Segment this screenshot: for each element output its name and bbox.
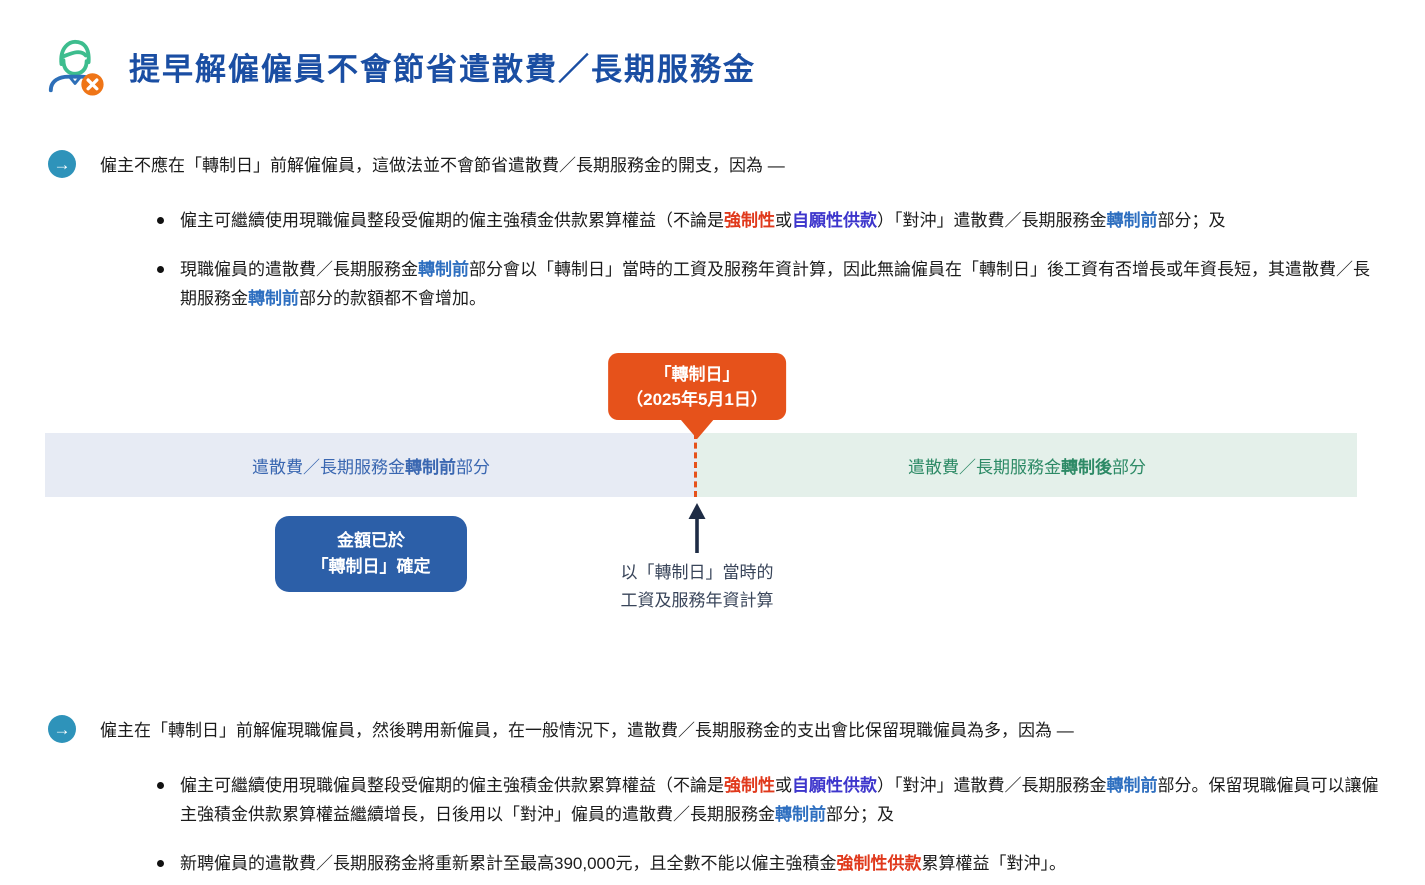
caption-line1: 以「轉制日」當時的 (620, 563, 774, 582)
page-header: 提早解僱僱員不會節省遣散費／長期服務金 (45, 35, 1380, 97)
arrow-up-icon (686, 503, 708, 560)
caption-line2: 工資及服務年資計算 (620, 591, 774, 610)
callout-line1: 「轉制日」 (654, 365, 740, 384)
transition-date-callout: 「轉制日」 （2025年5月1日） (608, 353, 786, 420)
section2-bullets: 僱主可繼續使用現職僱員整段受僱期的僱主強積金供款累算權益（不論是強制性或自願性供… (157, 771, 1380, 878)
bullet-text: 新聘僱員的遣散費／長期服務金將重新累計至最高390,000元，且全數不能以僱主強… (180, 854, 1066, 873)
section1-bullets: 僱主可繼續使用現職僱員整段受僱期的僱主強積金供款累算權益（不論是強制性或自願性供… (157, 206, 1380, 313)
bullet-dot-icon (157, 217, 164, 224)
bullet-dot-icon (157, 782, 164, 789)
bullet-text: 現職僱員的遣散費／長期服務金轉制前部分會以「轉制日」當時的工資及服務年資計算，因… (180, 260, 1370, 308)
list-item: 僱主可繼續使用現職僱員整段受僱期的僱主強積金供款累算權益（不論是強制性或自願性供… (157, 206, 1380, 235)
bullet-dot-icon (157, 860, 164, 867)
list-item: 僱主可繼續使用現職僱員整段受僱期的僱主強積金供款累算權益（不論是強制性或自願性供… (157, 771, 1380, 829)
amount-box-line2: 「轉制日」確定 (311, 557, 431, 576)
bullet-dot-icon (157, 266, 164, 273)
section-no-savings: → 僱主不應在「轉制日」前解僱僱員，這做法並不會節省遣散費／長期服務金的開支，因… (45, 149, 1380, 313)
transition-date-diagram: 「轉制日」 （2025年5月1日） 遣散費／長期服務金轉制前部分 遣散費／長期服… (45, 353, 1357, 618)
post-transition-label: 遣散費／長期服務金轉制後部分 (908, 457, 1146, 477)
section1-intro-text: 僱主不應在「轉制日」前解僱僱員，這做法並不會節省遣散費／長期服務金的開支，因為 … (100, 156, 785, 175)
section2-intro-row: → 僱主在「轉制日」前解僱現職僱員，然後聘用新僱員，在一般情況下，遣散費／長期服… (48, 714, 1380, 745)
bullet-text: 僱主可繼續使用現職僱員整段受僱期的僱主強積金供款累算權益（不論是強制性或自願性供… (180, 211, 1226, 230)
post-transition-zone: 遣散費／長期服務金轉制後部分 (697, 433, 1357, 497)
arrow-right-circle-icon: → (48, 150, 76, 178)
section-higher-cost: → 僱主在「轉制日」前解僱現職僱員，然後聘用新僱員，在一般情況下，遣散費／長期服… (45, 714, 1380, 878)
arrow-right-circle-icon: → (48, 715, 76, 743)
callout-line2: （2025年5月1日） (626, 390, 768, 409)
bullet-text: 僱主可繼續使用現職僱員整段受僱期的僱主強積金供款累算權益（不論是強制性或自願性供… (180, 776, 1379, 824)
transition-date-dashed-line (694, 433, 697, 497)
calculation-caption: 以「轉制日」當時的 工資及服務年資計算 (621, 559, 774, 615)
page-title: 提早解僱僱員不會節省遣散費／長期服務金 (129, 51, 756, 87)
amount-fixed-box: 金額已於 「轉制日」確定 (275, 516, 467, 592)
list-item: 現職僱員的遣散費／長期服務金轉制前部分會以「轉制日」當時的工資及服務年資計算，因… (157, 255, 1380, 313)
section1-intro-row: → 僱主不應在「轉制日」前解僱僱員，這做法並不會節省遣散費／長期服務金的開支，因… (48, 149, 1380, 180)
pre-transition-label: 遣散費／長期服務金轉制前部分 (252, 457, 490, 477)
section2-intro-text: 僱主在「轉制日」前解僱現職僱員，然後聘用新僱員，在一般情況下，遣散費／長期服務金… (100, 721, 1074, 740)
timeline-band: 遣散費／長期服務金轉制前部分 遣散費／長期服務金轉制後部分 (45, 433, 1357, 497)
amount-box-line1: 金額已於 (337, 531, 405, 550)
list-item: 新聘僱員的遣散費／長期服務金將重新累計至最高390,000元，且全數不能以僱主強… (157, 849, 1380, 878)
terminated-employee-icon (45, 35, 107, 97)
pre-transition-zone: 遣散費／長期服務金轉制前部分 (45, 433, 697, 497)
